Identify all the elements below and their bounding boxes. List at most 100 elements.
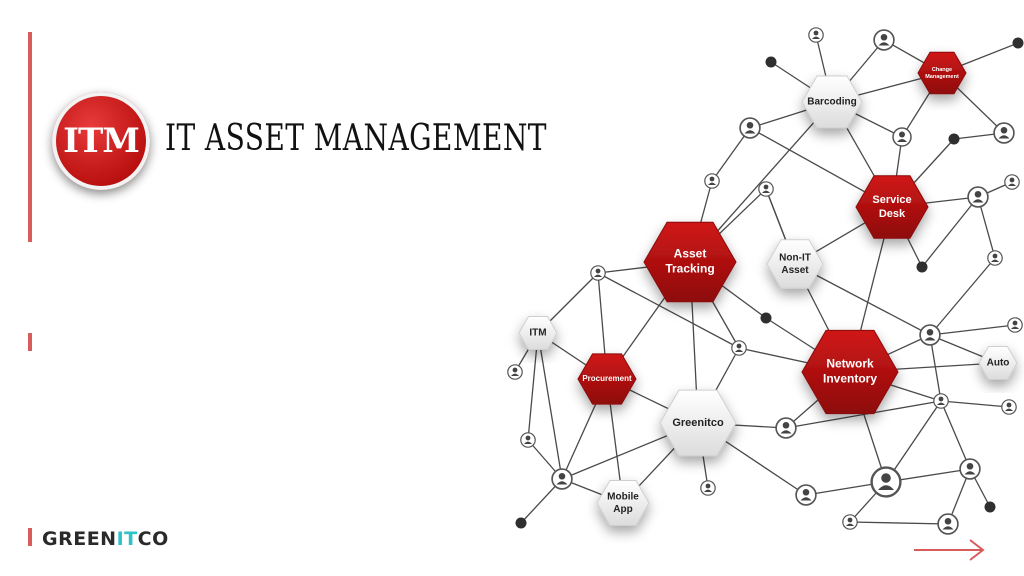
edge-itm-p19 xyxy=(527,332,539,441)
hex-label: Auto xyxy=(987,358,1010,369)
brand-part-3: CO xyxy=(137,528,169,550)
user-lock-icon xyxy=(700,480,716,496)
hex-shape xyxy=(978,346,1018,380)
hex-label: Tracking xyxy=(665,262,714,276)
edge-p12-p13 xyxy=(929,324,1016,336)
diagram-person-nodes xyxy=(507,27,1023,535)
hex-label: App xyxy=(613,504,632,515)
network-dot xyxy=(765,56,777,68)
hex-label: Management xyxy=(925,74,959,80)
hex-shape xyxy=(659,389,737,457)
brand-part-2: IT xyxy=(116,528,138,550)
edge-p12-p16 xyxy=(929,334,942,402)
hex-shape xyxy=(518,316,558,350)
user-lock-icon xyxy=(808,27,824,43)
hex-label: ITM xyxy=(529,328,546,339)
greenitco-brand: GREENITCO xyxy=(42,528,169,550)
accent-bar-top xyxy=(28,32,32,242)
hex-shape xyxy=(596,480,650,526)
user-lock-icon xyxy=(892,127,912,147)
user-lock-icon xyxy=(520,432,536,448)
hex-label: Inventory xyxy=(823,372,877,386)
hex-label: Change xyxy=(932,67,952,73)
hex-shape xyxy=(766,239,824,289)
user-lock-icon xyxy=(739,117,761,139)
brand-part-1: GREEN xyxy=(42,528,117,550)
user-lock-icon xyxy=(959,458,981,480)
user-lock-icon xyxy=(507,364,523,380)
user-lock-icon xyxy=(704,173,720,189)
user-lock-icon xyxy=(937,513,959,535)
diagram-edges xyxy=(514,34,1019,525)
network-dot xyxy=(760,312,772,324)
hex-node-greenitco: Greenitco xyxy=(659,389,737,457)
user-lock-icon xyxy=(842,514,858,530)
edge-p26-p25 xyxy=(849,521,949,525)
edge-p18-p16 xyxy=(785,400,942,429)
page-title: IT ASSET MANAGEMENT xyxy=(165,118,547,159)
user-lock-icon xyxy=(551,468,573,490)
edge-nonit-p12 xyxy=(794,263,931,336)
edge-itm-p20 xyxy=(537,332,563,480)
network-dot xyxy=(984,501,996,513)
hex-label: Network xyxy=(826,357,874,371)
hex-shape xyxy=(917,51,967,95)
user-lock-icon xyxy=(987,250,1003,266)
hex-label: Asset xyxy=(674,247,707,261)
hex-label: Procurement xyxy=(582,374,632,383)
next-slide-arrow-icon[interactable] xyxy=(912,537,988,563)
user-lock-icon xyxy=(731,340,747,356)
user-lock-icon xyxy=(1007,317,1023,333)
network-dot xyxy=(515,517,527,529)
edge-p8-d4 xyxy=(921,196,979,268)
user-lock-icon xyxy=(1001,399,1017,415)
edge-p11-p14 xyxy=(597,272,740,349)
hex-label: Non-IT xyxy=(779,252,811,263)
hex-label: Asset xyxy=(781,265,809,276)
user-lock-icon xyxy=(870,466,902,498)
user-lock-icon xyxy=(967,186,989,208)
hex-shape xyxy=(643,221,737,303)
accent-bar-bottom xyxy=(28,528,32,546)
hex-node-auto: Auto xyxy=(978,346,1018,380)
hex-shape xyxy=(801,329,899,415)
user-lock-icon xyxy=(1004,174,1020,190)
hex-label: Service xyxy=(872,194,911,206)
edge-p10-p12 xyxy=(929,257,996,336)
hex-label: Desk xyxy=(879,208,906,220)
diagram-hex-nodes: Barcoding ChangeManagementServiceDeskAsse… xyxy=(518,51,1018,526)
user-lock-icon xyxy=(919,324,941,346)
user-lock-icon xyxy=(933,393,949,409)
user-lock-icon xyxy=(758,181,774,197)
hex-shape xyxy=(577,353,637,405)
edge-p3-p6 xyxy=(711,127,751,182)
itm-logo: ITM xyxy=(52,92,150,190)
diagram-dots xyxy=(515,37,1024,529)
user-lock-icon xyxy=(795,484,817,506)
hex-shape xyxy=(801,75,863,129)
hex-label: Barcoding xyxy=(807,97,856,108)
itm-logo-text: ITM xyxy=(63,121,140,161)
hex-node-non-it-asset: Non-IT Asset xyxy=(766,239,824,289)
hex-node-itm: ITM xyxy=(518,316,558,350)
network-dot xyxy=(1012,37,1024,49)
user-lock-icon xyxy=(775,417,797,439)
hex-label: Greenitco xyxy=(672,417,724,429)
network-dot xyxy=(916,261,928,273)
user-lock-icon xyxy=(873,29,895,51)
edge-p16-p21 xyxy=(885,400,942,483)
hex-shape xyxy=(855,175,929,239)
user-lock-icon xyxy=(993,122,1015,144)
hex-node-barcoding: Barcoding xyxy=(801,75,863,129)
hex-node-procurement: Procurement xyxy=(577,353,637,405)
hex-label: Mobile xyxy=(607,491,639,502)
edge-p16-p22 xyxy=(940,400,971,470)
accent-bar-middle xyxy=(28,333,32,351)
user-lock-icon xyxy=(590,265,606,281)
